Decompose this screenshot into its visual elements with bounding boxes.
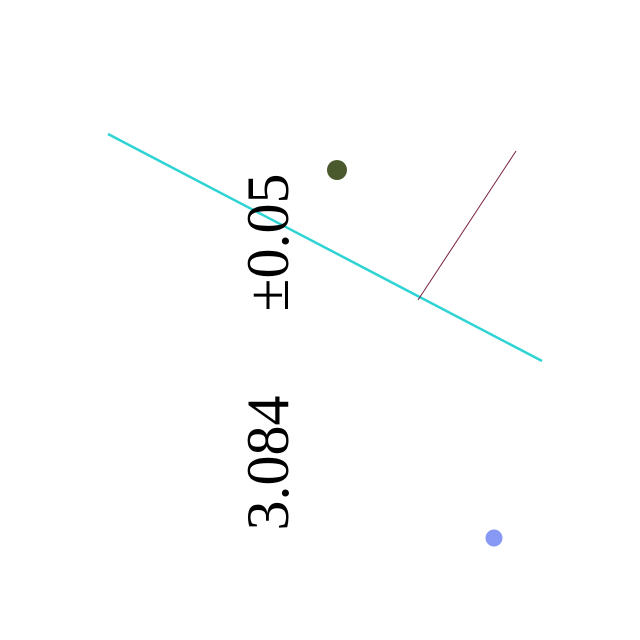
cyan-line <box>107 132 543 363</box>
measurement-label: 3.084 ±0.05 <box>235 173 301 531</box>
dark-red-line <box>417 150 517 301</box>
measurement-tolerance: ±0.05 <box>235 173 301 312</box>
measurement-value: 3.084 <box>235 395 301 531</box>
blue-dot <box>485 529 503 547</box>
dark-green-dot <box>327 160 347 180</box>
